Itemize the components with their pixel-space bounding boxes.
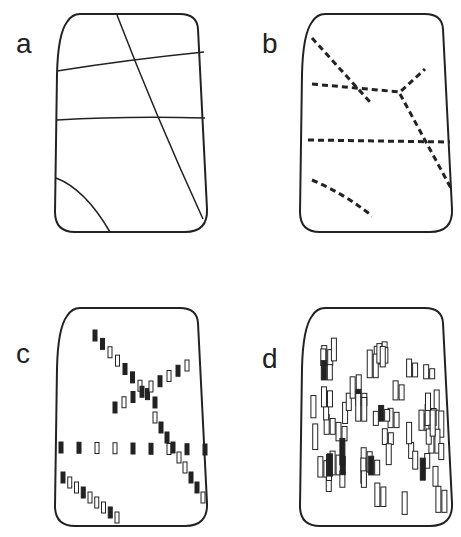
crack-mark (442, 490, 447, 512)
crack-mark (419, 410, 424, 430)
panel-letter: d (262, 345, 278, 373)
crack-mark (88, 492, 92, 503)
crack-mark (185, 360, 189, 371)
crack-mark (380, 346, 385, 366)
crack-mark (367, 350, 372, 378)
crack-mark (402, 492, 407, 515)
crack-mark (327, 365, 332, 380)
crack-mark (59, 442, 63, 453)
crack-mark (327, 454, 332, 476)
crack-mark (313, 424, 318, 450)
crack-mark (81, 487, 85, 498)
crack-mark (388, 433, 393, 445)
crack-mark (434, 390, 439, 410)
panel-letter: a (16, 30, 32, 58)
crack-mark (159, 422, 163, 433)
crack-mark (340, 438, 345, 464)
crack-mark (95, 443, 99, 454)
panel-c (55, 308, 207, 526)
crack-mark (430, 369, 435, 379)
crack-mark (407, 422, 412, 443)
crack-mark (122, 397, 126, 408)
crack-mark (327, 455, 332, 481)
crack-mark (140, 386, 144, 397)
crack-mark (425, 393, 430, 410)
crack-mark (95, 497, 99, 508)
crack-mark (131, 372, 135, 383)
crack-mark (108, 347, 112, 358)
crack-mark (167, 444, 171, 455)
crack-mark (394, 412, 399, 427)
crack-mark (330, 418, 335, 434)
crack-mark (149, 443, 153, 454)
crack-mark (424, 365, 429, 379)
crack-mark (373, 411, 378, 425)
crack-mark (361, 471, 366, 487)
crack-mark (385, 409, 390, 421)
crack-mark (149, 381, 153, 392)
crack-mark (433, 466, 438, 486)
panel-b (300, 14, 452, 232)
crack-mark (436, 486, 441, 512)
crack-mark (399, 385, 404, 400)
crack-mark (430, 410, 435, 436)
crack-mark (115, 512, 119, 523)
crack-mark (201, 492, 205, 503)
crack-mark (331, 338, 336, 361)
crack-mark (413, 451, 418, 469)
crack-mark (362, 397, 367, 421)
crack-mark (375, 460, 380, 475)
crack-mark (382, 429, 387, 445)
crack-mark (407, 359, 412, 377)
crack-mark (102, 502, 106, 513)
crack-mark (386, 444, 391, 465)
crack-mark (183, 462, 187, 473)
crack-mark (131, 392, 135, 403)
crack-mark (318, 457, 323, 477)
crack-mark (189, 472, 193, 483)
crack-mark (185, 444, 189, 455)
crack-mark (177, 452, 181, 463)
crack-mark (93, 330, 97, 341)
crack-mark (116, 355, 120, 366)
crack-mark (108, 507, 112, 518)
crack-mark (393, 381, 398, 400)
crack-mark (75, 482, 79, 493)
crack-mark (375, 483, 380, 506)
crack-mark (131, 443, 135, 454)
panel-a (55, 14, 207, 232)
crack-mark (123, 364, 127, 375)
crack-mark (350, 377, 355, 398)
crack-mark (153, 412, 157, 423)
crack-mark (61, 472, 65, 483)
panel-letter: b (262, 30, 278, 58)
crack-mark (171, 442, 175, 453)
crack-mark (321, 387, 326, 407)
crack-mark (158, 376, 162, 387)
crack-mark (176, 365, 180, 376)
crack-mark (321, 361, 326, 380)
crack-mark (167, 371, 171, 382)
crack-mark (203, 444, 207, 455)
crack-mark (327, 391, 332, 407)
crack-mark (439, 443, 444, 459)
crack-mark (113, 402, 117, 413)
crack-mark (165, 432, 169, 443)
crack-mark (413, 363, 418, 377)
crack-mark (311, 396, 316, 418)
crack-mark (77, 442, 81, 453)
crack-mark (420, 458, 425, 480)
crack-mark (101, 338, 105, 349)
crack-mark (195, 482, 199, 493)
panel-letter: c (16, 340, 30, 368)
panel-d (300, 308, 452, 526)
crack-mark (68, 477, 72, 488)
crack-mark (379, 405, 384, 421)
crack-mark (356, 393, 361, 421)
crack-mark (369, 456, 374, 475)
crack-mark (153, 397, 157, 408)
crack-mark (381, 487, 386, 506)
crack-mark (113, 443, 117, 454)
